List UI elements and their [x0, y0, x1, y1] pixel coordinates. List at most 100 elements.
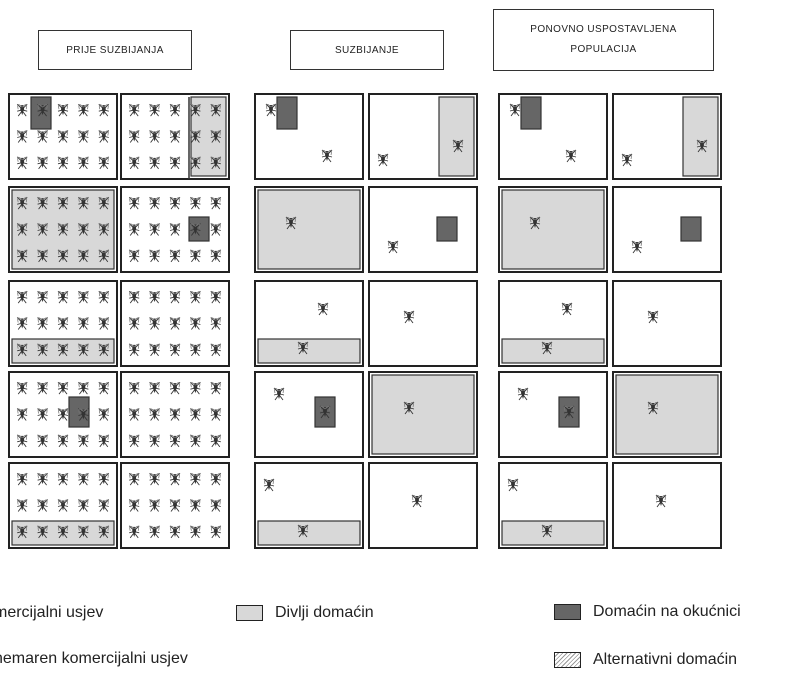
fruit-fly-icon	[210, 381, 222, 395]
fruit-fly-icon	[78, 290, 89, 304]
fruit-fly-icon	[285, 216, 297, 230]
fruit-fly-icon	[169, 499, 181, 512]
fruit-fly-icon	[647, 401, 659, 415]
header-suppression-label: SUZBIJANJE	[334, 44, 399, 56]
fruit-fly-icon	[647, 310, 659, 324]
backyard-host-swatch	[554, 604, 581, 620]
fruit-fly-icon	[57, 408, 69, 421]
wild-host-patch	[257, 189, 361, 270]
legend-neglected-crop: nemaren komercijalni usjev	[0, 650, 188, 668]
header-reestablished-label: PONOVNO USPOSTAVLJENA POPULACIJA	[530, 24, 677, 55]
fruit-fly-icon	[78, 343, 89, 357]
legend-alternative-host: Alternativni domaćin	[554, 651, 737, 669]
fruit-fly-icon	[169, 381, 181, 395]
fruit-fly-icon	[16, 223, 28, 236]
fruit-fly-icon	[37, 103, 48, 117]
fruit-fly-icon	[128, 223, 140, 236]
fruit-fly-icon	[16, 317, 28, 330]
fruit-fly-icon	[57, 434, 69, 448]
fruit-fly-icon	[210, 434, 222, 448]
fruit-fly-icon	[210, 249, 222, 263]
fruit-fly-icon	[78, 223, 89, 236]
fruit-fly-icon	[190, 317, 201, 330]
fruit-fly-icon	[37, 317, 48, 330]
fruit-fly-icon	[169, 223, 181, 236]
fruit-fly-icon	[563, 405, 575, 419]
fruit-fly-icon	[128, 434, 140, 448]
field-cell-p2-r2-c1	[612, 280, 722, 367]
field-cell-p1-r0-c0	[254, 93, 364, 180]
fruit-fly-icon	[149, 130, 160, 143]
wild-host-patch	[257, 520, 361, 546]
fruit-fly-icon	[78, 381, 89, 395]
legend-commercial-crop: mercijalni usjev	[0, 604, 103, 622]
fruit-fly-icon	[210, 196, 222, 210]
fruit-fly-icon	[265, 103, 277, 117]
fruit-fly-icon	[190, 434, 201, 448]
fruit-fly-icon	[403, 401, 415, 415]
fruit-fly-icon	[210, 290, 222, 304]
fruit-fly-icon	[128, 408, 140, 421]
fruit-fly-icon	[169, 156, 181, 170]
fruit-fly-icon	[210, 408, 222, 421]
fruit-fly-icon	[98, 317, 110, 330]
fruit-fly-icon	[169, 343, 181, 357]
fruit-fly-icon	[210, 472, 222, 486]
fruit-fly-icon	[98, 156, 110, 170]
alternative-host-swatch	[554, 652, 581, 668]
backyard-host-patch	[436, 216, 458, 242]
legend-wild-host: Divlji domaćin	[236, 604, 374, 622]
fruit-fly-icon	[57, 249, 69, 263]
fruit-fly-icon	[16, 499, 28, 512]
fruit-fly-icon	[128, 249, 140, 263]
fruit-fly-icon	[377, 153, 389, 167]
fruit-fly-icon	[190, 196, 201, 210]
fruit-fly-icon	[128, 317, 140, 330]
fruit-fly-icon	[149, 408, 160, 421]
fruit-fly-icon	[411, 494, 423, 508]
fruit-fly-icon	[190, 525, 201, 539]
legend-backyard-host: Domaćin na okućnici	[554, 603, 741, 621]
fruit-fly-icon	[169, 196, 181, 210]
field-cell-p2-r1-c1	[612, 186, 722, 273]
fruit-fly-icon	[57, 130, 69, 143]
fruit-fly-icon	[57, 381, 69, 395]
fruit-fly-icon	[190, 499, 201, 512]
fruit-fly-icon	[57, 317, 69, 330]
fruit-fly-icon	[565, 149, 577, 163]
fruit-fly-icon	[37, 130, 48, 143]
fruit-fly-icon	[37, 434, 48, 448]
backyard-host-patch	[276, 96, 298, 130]
fruit-fly-icon	[169, 103, 181, 117]
fruit-fly-icon	[98, 381, 110, 395]
field-cell-p2-r3-c0	[498, 371, 608, 458]
wild-host-patch	[615, 374, 719, 455]
legend-commercial-crop-label: mercijalni usjev	[0, 604, 104, 621]
fruit-fly-icon	[37, 156, 48, 170]
fruit-fly-icon	[210, 130, 222, 143]
wild-host-patch	[438, 96, 475, 177]
fruit-fly-icon	[190, 156, 201, 170]
fruit-fly-icon	[321, 149, 333, 163]
fruit-fly-icon	[16, 249, 28, 263]
field-grid-diagram	[8, 93, 722, 549]
fruit-fly-icon	[529, 216, 541, 230]
fruit-fly-icon	[541, 524, 553, 538]
legend-backyard-host-label: Domaćin na okućnici	[593, 603, 741, 620]
fruit-fly-icon	[37, 249, 48, 263]
fruit-fly-icon	[16, 525, 28, 539]
fruit-fly-icon	[517, 387, 529, 401]
fruit-fly-icon	[98, 434, 110, 448]
fruit-fly-icon	[37, 196, 48, 210]
field-cell-p2-r4-c1	[612, 462, 722, 549]
fruit-fly-icon	[561, 302, 573, 316]
fruit-fly-icon	[37, 381, 48, 395]
fruit-fly-icon	[621, 153, 633, 167]
fruit-fly-icon	[210, 525, 222, 539]
fruit-fly-icon	[210, 156, 222, 170]
fruit-fly-icon	[98, 525, 110, 539]
fruit-fly-icon	[98, 408, 110, 421]
fruit-fly-icon	[16, 434, 28, 448]
fruit-fly-icon	[190, 130, 201, 143]
field-cell-p1-r1-c1	[368, 186, 478, 273]
